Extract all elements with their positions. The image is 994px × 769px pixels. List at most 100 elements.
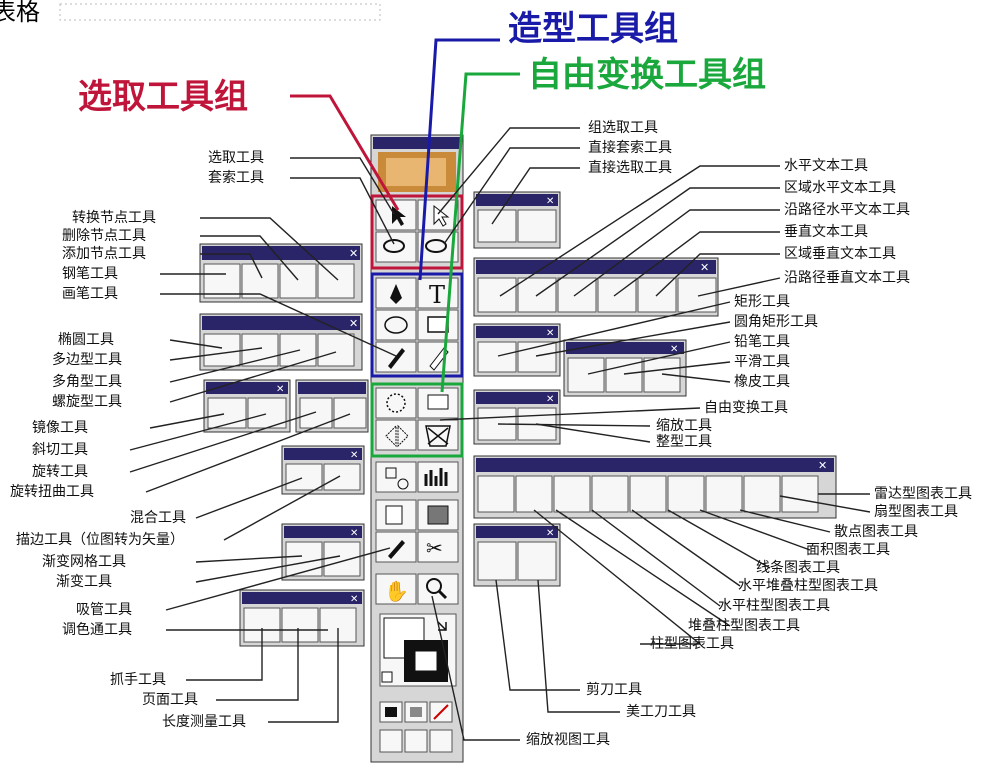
close-icon[interactable]: ✕ xyxy=(546,394,554,405)
spiral-button[interactable] xyxy=(317,333,355,367)
scissors-button[interactable] xyxy=(477,541,517,581)
screen-mode-full-menu[interactable] xyxy=(404,729,428,753)
label-pencil: 铅笔工具 xyxy=(734,334,790,350)
rotate-button[interactable] xyxy=(299,397,333,429)
area-graph-button[interactable] xyxy=(667,475,705,513)
rect-button[interactable] xyxy=(477,341,517,373)
pen-button[interactable] xyxy=(203,263,241,299)
free-transform-tool-button[interactable] xyxy=(417,419,459,451)
pie-graph-button[interactable] xyxy=(743,475,781,513)
stacked-column-graph-button[interactable] xyxy=(515,475,553,513)
label-free-transform: 自由变换工具 xyxy=(704,399,788,416)
ellipse-tool-button[interactable] xyxy=(375,309,417,341)
label-blend: 混合工具 xyxy=(130,510,186,526)
hand-tool-button[interactable] xyxy=(375,573,417,605)
screen-mode-normal[interactable] xyxy=(379,729,403,753)
transform-group-box xyxy=(370,382,464,458)
mesh-button[interactable] xyxy=(285,541,323,577)
direct-select-palette: ✕ xyxy=(473,191,561,249)
reflect-palette: ✕ xyxy=(203,379,291,433)
pen-icon xyxy=(390,284,402,304)
path-type-h-button[interactable] xyxy=(557,277,597,313)
close-icon[interactable]: ✕ xyxy=(700,261,709,274)
close-icon[interactable]: ✕ xyxy=(349,317,358,330)
page-button[interactable] xyxy=(281,607,319,643)
screen-mode-full[interactable] xyxy=(429,729,453,753)
hand-icon: ✋ xyxy=(384,579,409,603)
blend-icon xyxy=(385,467,397,479)
pencil-palette: ✕ xyxy=(563,339,687,397)
label-bar-graph: 水平柱型图表工具 xyxy=(718,598,830,614)
close-icon[interactable]: ✕ xyxy=(818,459,827,472)
label-type-h: 水平文本工具 xyxy=(784,158,868,174)
close-icon[interactable]: ✕ xyxy=(350,594,358,605)
bar-graph-button[interactable] xyxy=(553,475,591,513)
type-icon: T xyxy=(429,281,445,309)
label-measure: 长度测量工具 xyxy=(162,714,246,730)
close-icon[interactable]: ✕ xyxy=(670,344,678,355)
hollow-arrow-icon xyxy=(433,204,450,227)
label-area-graph: 面积图表工具 xyxy=(806,542,890,558)
leader-lines xyxy=(129,127,871,741)
tool-labels: 选取工具 套索工具 转换节点工具 删除节点工具 添加节点工具 钢笔工具 画笔工具… xyxy=(10,120,972,748)
label-smooth: 平滑工具 xyxy=(734,353,790,370)
close-icon[interactable]: ✕ xyxy=(546,528,554,539)
default-colors-icon[interactable] xyxy=(381,671,393,683)
label-lasso: 套索工具 xyxy=(208,169,264,186)
label-scale: 缩放工具 xyxy=(656,418,712,434)
twist-button[interactable] xyxy=(333,397,367,429)
eyedropper-icon xyxy=(388,540,405,559)
close-icon[interactable]: ✕ xyxy=(349,247,358,260)
direct-select-button[interactable] xyxy=(477,209,517,243)
heading-transform-group: 自由变换工具组 xyxy=(528,55,766,95)
swap-icon[interactable] xyxy=(437,621,447,631)
line-graph-button[interactable] xyxy=(629,475,667,513)
convert-anchor-button[interactable] xyxy=(317,263,355,299)
paint-bucket-button[interactable] xyxy=(323,541,361,577)
column-graph-button[interactable] xyxy=(477,475,515,513)
group-select-button[interactable] xyxy=(517,209,557,243)
reflect-button[interactable] xyxy=(207,397,247,429)
label-paint-bucket: 调色通工具 xyxy=(62,621,132,638)
gradient-icon xyxy=(427,505,449,525)
label-paintbrush: 画笔工具 xyxy=(62,286,118,302)
label-hand: 抓手工具 xyxy=(110,672,166,688)
type-h-button[interactable] xyxy=(477,277,517,313)
add-anchor-button[interactable] xyxy=(241,263,279,299)
label-select: 选取工具 xyxy=(208,150,264,166)
stroke-tool-button[interactable] xyxy=(323,463,361,491)
label-knife: 美工刀工具 xyxy=(626,704,696,720)
scale-icon xyxy=(427,394,449,410)
label-delete-anchor: 删除节点工具 xyxy=(62,228,146,244)
label-zoom: 缩放视图工具 xyxy=(526,732,610,748)
scissors-tool-button[interactable] xyxy=(417,531,459,563)
knife-button[interactable] xyxy=(517,541,557,581)
label-pie-graph: 扇型图表工具 xyxy=(874,504,958,520)
stacked-bar-graph-button[interactable] xyxy=(591,475,629,513)
scissors-icon: ✂ xyxy=(426,536,443,560)
corner-dotted-box xyxy=(59,3,381,21)
rotate-icon xyxy=(386,393,406,413)
label-gradient: 渐变工具 xyxy=(56,574,112,590)
close-icon[interactable]: ✕ xyxy=(350,450,358,461)
rotate-tool-button[interactable] xyxy=(375,387,417,419)
radar-graph-button[interactable] xyxy=(781,475,819,513)
blend-button[interactable] xyxy=(285,463,323,491)
delete-anchor-button[interactable] xyxy=(279,263,317,299)
scatter-graph-button[interactable] xyxy=(705,475,743,513)
ellipse-button[interactable] xyxy=(203,333,241,367)
close-icon[interactable]: ✕ xyxy=(276,384,284,395)
close-icon[interactable]: ✕ xyxy=(350,528,358,539)
lasso-tool-button[interactable] xyxy=(375,231,417,263)
graph-palette: ✕ xyxy=(473,455,837,519)
pencil-button[interactable] xyxy=(567,357,605,393)
zoom-tool-button[interactable] xyxy=(417,573,459,605)
lasso-icon xyxy=(383,239,405,253)
graph-tool-button[interactable] xyxy=(417,461,459,493)
close-icon[interactable]: ✕ xyxy=(546,196,554,207)
label-path-type-v: 沿路径垂直文本工具 xyxy=(784,269,910,286)
scissors-palette: ✕ xyxy=(473,523,561,587)
close-icon[interactable]: ✕ xyxy=(546,328,554,339)
label-scissors: 剪刀工具 xyxy=(586,682,642,698)
